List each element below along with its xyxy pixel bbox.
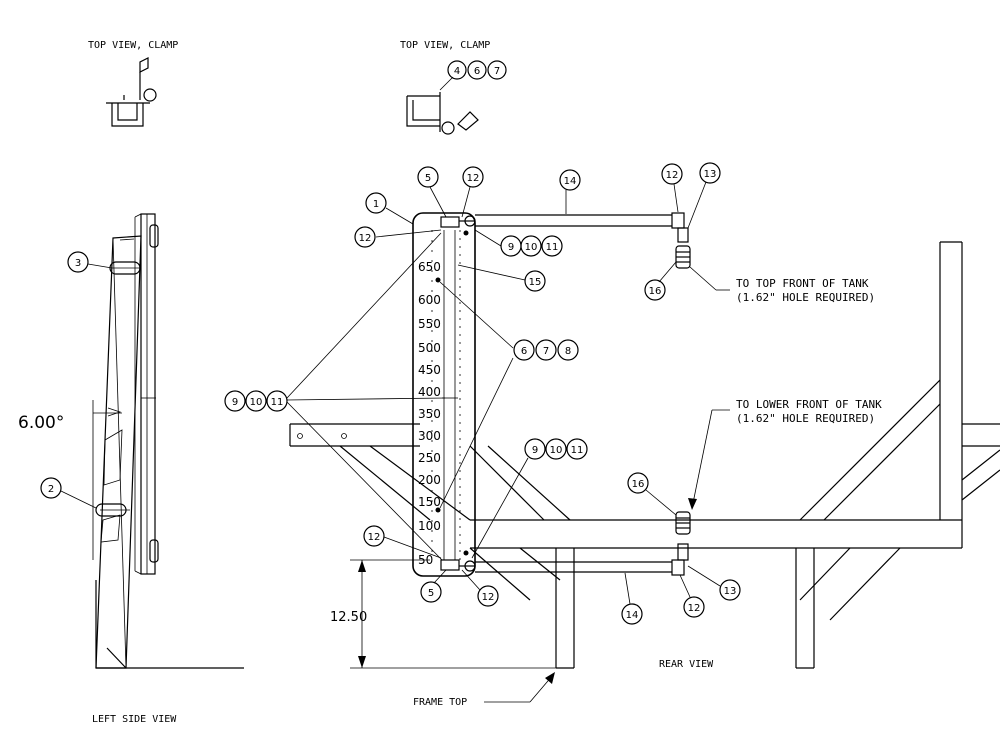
scale-600: 600 bbox=[418, 293, 441, 307]
frame-top-leader bbox=[484, 672, 555, 703]
bubble-15: 15 bbox=[457, 264, 546, 292]
svg-text:11: 11 bbox=[546, 242, 559, 253]
svg-text:10: 10 bbox=[525, 242, 538, 253]
svg-text:7: 7 bbox=[494, 66, 500, 77]
svg-text:2: 2 bbox=[48, 484, 54, 495]
rear-view-label: REAR VIEW bbox=[659, 659, 714, 670]
scale-250: 250 bbox=[418, 451, 441, 465]
bubble-group-4-6-7: 4 6 7 bbox=[447, 60, 507, 80]
bubble-13-lower: 13 bbox=[687, 565, 741, 601]
svg-text:6: 6 bbox=[474, 66, 480, 77]
svg-text:(1.62" HOLE REQUIRED): (1.62" HOLE REQUIRED) bbox=[736, 291, 875, 304]
scale-550: 550 bbox=[418, 317, 441, 331]
svg-text:TO TOP FRONT OF TANK: TO TOP FRONT OF TANK bbox=[736, 277, 869, 290]
svg-text:4: 4 bbox=[454, 66, 460, 77]
svg-text:12: 12 bbox=[482, 592, 495, 603]
top-view-left-label: TOP VIEW, CLAMP bbox=[88, 40, 178, 51]
svg-text:8: 8 bbox=[565, 346, 571, 357]
svg-text:15: 15 bbox=[529, 277, 542, 288]
bubble-12-lower-right: 12 bbox=[679, 574, 705, 618]
svg-text:12: 12 bbox=[359, 233, 372, 244]
bubble-group-9-10-11-left: 9 10 11 bbox=[224, 232, 446, 561]
scale-150: 150 bbox=[418, 495, 441, 509]
bubble-2: 2 bbox=[40, 477, 97, 509]
bubble-group-9-10-11-top: 9 10 11 bbox=[474, 229, 563, 257]
svg-text:11: 11 bbox=[271, 397, 284, 408]
gauge-scale: 650 600 550 500 450 400 350 300 250 200 … bbox=[418, 260, 441, 567]
svg-text:(1.62" HOLE REQUIRED): (1.62" HOLE REQUIRED) bbox=[736, 412, 875, 425]
top-view-right-label: TOP VIEW, CLAMP bbox=[400, 40, 490, 51]
angle-dimension: 6.00° bbox=[18, 413, 64, 433]
top-view-left-clamp bbox=[106, 57, 157, 127]
scale-100: 100 bbox=[418, 519, 441, 533]
scale-300: 300 bbox=[418, 429, 441, 443]
svg-text:7: 7 bbox=[543, 346, 549, 357]
svg-text:9: 9 bbox=[508, 242, 514, 253]
bubble-12-lower: 12 bbox=[461, 569, 499, 607]
svg-text:5: 5 bbox=[425, 173, 431, 184]
svg-text:1: 1 bbox=[373, 199, 379, 210]
left-side-view-label: LEFT SIDE VIEW bbox=[92, 714, 177, 725]
left-side-view bbox=[92, 213, 244, 669]
svg-text:14: 14 bbox=[564, 176, 577, 187]
scale-500: 500 bbox=[418, 341, 441, 355]
svg-text:12: 12 bbox=[467, 173, 480, 184]
scale-350: 350 bbox=[418, 407, 441, 421]
svg-text:12: 12 bbox=[688, 603, 701, 614]
svg-text:16: 16 bbox=[632, 479, 645, 490]
bubble-12-left: 12 bbox=[354, 226, 442, 248]
svg-text:TO LOWER FRONT OF TANK: TO LOWER FRONT OF TANK bbox=[736, 398, 882, 411]
scale-650: 650 bbox=[418, 260, 441, 274]
bubble-group-6-7-8: 6 7 8 bbox=[439, 281, 579, 509]
note-top-front: TO TOP FRONT OF TANK (1.62" HOLE REQUIRE… bbox=[689, 266, 875, 304]
bottom-tube bbox=[475, 511, 691, 576]
frame-top-label: FRAME TOP bbox=[413, 697, 467, 708]
gauge-panel bbox=[412, 212, 476, 577]
height-value: 12.50 bbox=[330, 610, 367, 625]
bubble-12-lower-left: 12 bbox=[363, 525, 442, 559]
svg-text:13: 13 bbox=[724, 586, 737, 597]
svg-text:11: 11 bbox=[571, 445, 584, 456]
bubble-12-right-top: 12 bbox=[661, 163, 683, 213]
bubble-16-lower: 16 bbox=[627, 472, 677, 516]
top-tube bbox=[475, 212, 691, 269]
bubble-13-top: 13 bbox=[687, 162, 721, 229]
svg-text:16: 16 bbox=[649, 286, 662, 297]
svg-text:9: 9 bbox=[532, 445, 538, 456]
rear-view-frame bbox=[289, 241, 1000, 669]
scale-400: 400 bbox=[418, 385, 441, 399]
svg-text:10: 10 bbox=[550, 445, 563, 456]
bubble-16-top: 16 bbox=[644, 261, 677, 301]
svg-text:3: 3 bbox=[75, 258, 81, 269]
svg-text:6: 6 bbox=[521, 346, 527, 357]
bubble-5-top: 5 bbox=[417, 166, 447, 218]
bubble-5-lower: 5 bbox=[420, 569, 447, 603]
svg-text:13: 13 bbox=[704, 169, 717, 180]
svg-text:12: 12 bbox=[666, 170, 679, 181]
svg-text:5: 5 bbox=[428, 588, 434, 599]
svg-text:9: 9 bbox=[232, 397, 238, 408]
svg-text:10: 10 bbox=[250, 397, 263, 408]
height-dimension bbox=[350, 559, 556, 669]
bubble-group-9-10-11-mid: 9 10 11 bbox=[471, 438, 588, 559]
note-lower-front: TO LOWER FRONT OF TANK (1.62" HOLE REQUI… bbox=[688, 398, 882, 510]
bubble-1: 1 bbox=[365, 192, 414, 225]
scale-200: 200 bbox=[418, 473, 441, 487]
bubble-3: 3 bbox=[67, 251, 113, 273]
svg-text:14: 14 bbox=[626, 610, 639, 621]
top-view-right-clamp bbox=[406, 76, 479, 135]
scale-450: 450 bbox=[418, 363, 441, 377]
svg-text:12: 12 bbox=[368, 532, 381, 543]
bubble-14-top: 14 bbox=[559, 169, 581, 214]
bubble-12-top: 12 bbox=[461, 166, 484, 218]
bubble-14-lower: 14 bbox=[621, 572, 643, 625]
